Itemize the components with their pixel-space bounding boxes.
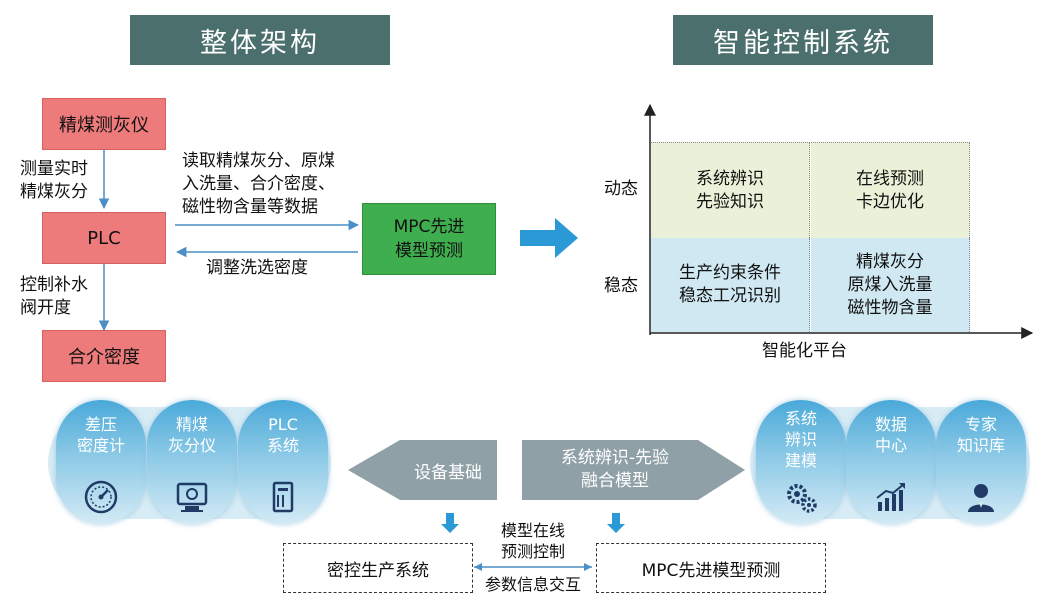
arrow-label-fusion: 系统辨识-先验 融合模型 — [530, 447, 700, 493]
note-measure-line1: 测量实时 — [20, 159, 88, 179]
quadrant-bottom-left: 生产约束条件稳态工况识别 — [651, 238, 810, 332]
gears-icon — [787, 484, 817, 513]
quadrant-top-left: 系统辨识先验知识 — [651, 142, 810, 238]
pill-system-identification: 系统辨识建模 — [756, 400, 846, 524]
pill-plc-line1: PLC — [268, 415, 298, 434]
box-plc: PLC — [42, 212, 166, 264]
box-medium-density-label: 合介密度 — [68, 347, 140, 368]
box-density-control-system: 密控生产系统 — [283, 543, 473, 593]
label-param-exchange: 参数信息交互 — [470, 574, 596, 595]
quadrant-xlabel: 智能化平台 — [762, 340, 847, 363]
label-online-line1: 模型在线 — [500, 521, 565, 540]
pill-ek-line2: 知识库 — [956, 436, 1005, 455]
quad-tr-line1: 在线预测 — [856, 168, 924, 189]
arrow-label-equipment-text: 设备基础 — [414, 463, 482, 483]
note-control-line2: 阀开度 — [20, 298, 71, 318]
pill-dc-line1: 数据 — [874, 415, 907, 434]
pill-ash-line2: 灰分仪 — [167, 436, 216, 455]
analyzer-icon — [176, 482, 208, 512]
box-coal-ash-meter: 精煤测灰仪 — [42, 98, 166, 150]
pill-ek-line1: 专家 — [964, 415, 997, 434]
note-read-data: 读取精煤灰分、原煤 入洗量、合介密度、 磁性物含量等数据 — [182, 150, 335, 219]
note-read-line1: 读取精煤灰分、原煤 — [182, 151, 335, 171]
cabinet-icon — [272, 481, 294, 513]
arrow-label-equipment: 设备基础 — [402, 458, 494, 483]
note-read-line3: 磁性物含量等数据 — [182, 197, 318, 217]
box-mpc-prediction: MPC先进模型预测 — [596, 543, 826, 593]
ylabel-dynamic-text: 动态 — [604, 179, 638, 199]
label-param-exchange-text: 参数信息交互 — [484, 575, 581, 594]
note-adjust: 调整洗选密度 — [206, 257, 308, 280]
big-arrow-right — [520, 218, 578, 258]
pill-sysid-line3: 建模 — [784, 451, 817, 470]
pill-expert-knowledge: 专家知识库 — [936, 400, 1026, 524]
note-read-line2: 入洗量、合介密度、 — [182, 174, 335, 194]
label-online-control: 模型在线 预测控制 — [478, 520, 588, 562]
pill-differential-density: 差压密度计 — [56, 400, 146, 524]
note-measure: 测量实时 精煤灰分 — [20, 158, 88, 204]
quad-br-line3: 磁性物含量 — [847, 297, 933, 318]
bi-arrow-right-head — [584, 563, 592, 571]
quad-tr-line2: 卡边优化 — [856, 191, 924, 212]
ylabel-steady-text: 稳态 — [604, 276, 638, 296]
box-coal-ash-meter-label: 精煤测灰仪 — [59, 115, 149, 136]
arrow-label-fusion-line1: 系统辨识-先验 — [560, 448, 670, 468]
pill-plc-line2: 系统 — [266, 436, 299, 455]
pill-dp-line2: 密度计 — [76, 436, 125, 455]
gauge-icon — [84, 480, 118, 514]
pill-ash-analyzer: 精煤灰分仪 — [147, 400, 237, 524]
note-control-line1: 控制补水 — [20, 275, 88, 295]
note-measure-line2: 精煤灰分 — [20, 182, 88, 202]
box-mpc: MPC先进 模型预测 — [362, 203, 496, 275]
box-density-control-label: 密控生产系统 — [327, 560, 429, 581]
arrow-label-fusion-line2: 融合模型 — [581, 471, 649, 491]
xlabel-text: 智能化平台 — [762, 341, 847, 361]
header-right-text: 智能控制系统 — [713, 27, 893, 59]
header-right: 智能控制系统 — [673, 15, 933, 65]
chart-icon — [876, 483, 905, 511]
box-mpc-line1: MPC先进 — [393, 217, 465, 237]
quad-br-line2: 原煤入洗量 — [847, 274, 933, 295]
header-left-text: 整体架构 — [200, 27, 320, 59]
quad-bl-line1: 生产约束条件 — [679, 263, 781, 283]
box-mpc-line2: 模型预测 — [394, 241, 463, 261]
down-arrow-left — [441, 513, 459, 533]
note-adjust-text: 调整洗选密度 — [206, 258, 308, 278]
person-icon — [968, 484, 994, 512]
quadrant-ylabel-dynamic: 动态 — [604, 178, 638, 201]
pill-ash-line1: 精煤 — [175, 415, 208, 434]
bi-arrow-left-head — [474, 563, 482, 571]
pill-dc-line2: 中心 — [874, 436, 907, 455]
down-arrow-right — [607, 513, 625, 533]
pill-data-center: 数据中心 — [846, 400, 936, 524]
quadrant-bottom-right: 精煤灰分原煤入洗量磁性物含量 — [811, 238, 970, 332]
quad-tl-line2: 先验知识 — [696, 191, 764, 212]
pill-sysid-line2: 辨识 — [784, 430, 817, 449]
quad-tl-line1: 系统辨识 — [696, 168, 764, 189]
arrow-shape-right — [522, 440, 745, 500]
label-online-line2: 预测控制 — [500, 542, 565, 561]
box-medium-density: 合介密度 — [42, 330, 166, 382]
quad-bl-line2: 稳态工况识别 — [679, 286, 781, 306]
note-control: 控制补水 阀开度 — [20, 274, 88, 320]
quadrant-ylabel-steady: 稳态 — [604, 275, 638, 298]
arrow-shape-left — [348, 440, 497, 500]
header-left: 整体架构 — [130, 15, 390, 65]
pill-dp-line1: 差压 — [84, 415, 117, 434]
pill-sysid-line1: 系统 — [784, 409, 817, 428]
box-plc-label: PLC — [87, 227, 121, 249]
quad-br-line1: 精煤灰分 — [856, 251, 924, 272]
quadrant-top-right: 在线预测卡边优化 — [811, 142, 970, 238]
pill-plc-system: PLC 系统 — [238, 400, 328, 524]
box-mpc-prediction-label: MPC先进模型预测 — [641, 560, 781, 581]
